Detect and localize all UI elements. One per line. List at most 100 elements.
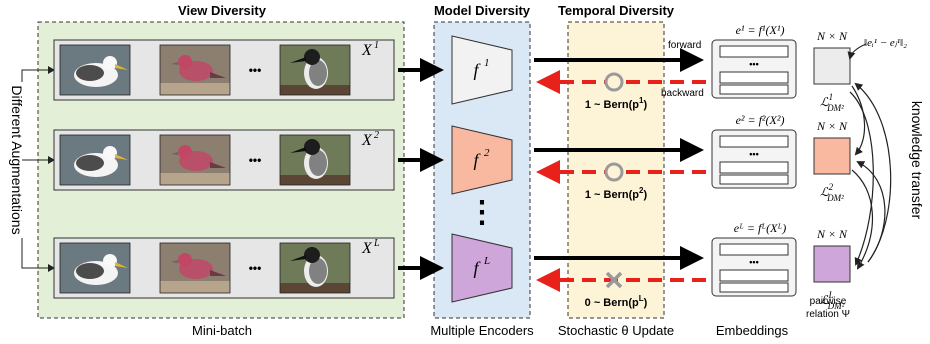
finch-perch <box>160 173 230 185</box>
dm-loss-base: ℒ <box>820 185 829 199</box>
finch-perch <box>160 281 230 293</box>
augmentation-arrowheads <box>48 66 55 272</box>
kingfisher-pattern <box>309 150 327 176</box>
image-frame <box>159 44 231 96</box>
finch-head <box>178 145 192 159</box>
dm-loss-sub: DM² <box>826 103 844 113</box>
embedding-equation: eᴸ = fᴸ(Xᴸ) <box>734 221 786 235</box>
embeddings-footer: Embeddings <box>716 323 789 338</box>
x-label-sup: 2 <box>374 130 379 141</box>
finch-head <box>178 253 192 267</box>
norm-annotation: ‖eᵢ¹ − eⱼ¹‖₂ <box>864 37 907 49</box>
gate-cross-b <box>605 271 623 289</box>
finch-tail <box>210 162 226 168</box>
embedding-stack: ••• <box>711 237 797 297</box>
albatross-head <box>103 56 117 70</box>
finch-beak <box>171 152 178 155</box>
embedding-stack: ••• <box>711 39 797 99</box>
relation-matrix <box>813 245 851 283</box>
embedding-row <box>719 269 789 282</box>
dm-loss-sub: DM² <box>826 193 844 203</box>
relation-matrix <box>813 137 851 175</box>
albatross-wing <box>76 263 104 279</box>
kingfisher-image <box>279 134 351 186</box>
embedding-row <box>719 71 789 84</box>
kingfisher-beak <box>290 147 306 153</box>
image-frame <box>159 242 231 294</box>
kingfisher-perch <box>280 85 350 95</box>
bern-sup: 2 <box>639 186 644 195</box>
embedding-dots: ••• <box>749 149 758 159</box>
bern-sup: L <box>639 294 644 303</box>
image-frame <box>279 134 351 186</box>
kingfisher-pattern <box>309 258 327 284</box>
bern-prefix: 1 ~ Bern(p <box>585 99 639 111</box>
bern-suffix: ) <box>644 297 648 309</box>
kingfisher-image <box>279 44 351 96</box>
gate-closed-icon <box>605 271 623 289</box>
embedding-row <box>719 45 789 58</box>
image-frame <box>279 44 351 96</box>
encoders-footer: Multiple Encoders <box>430 323 534 338</box>
ellipsis: ••• <box>249 261 262 275</box>
encoder-shape <box>451 125 513 195</box>
encoder-shape <box>451 233 513 303</box>
vertical-ellipsis: ⋮ <box>467 196 497 229</box>
bern-label: 0 ~ Bern(pL) <box>585 294 648 309</box>
bern-suffix: ) <box>643 189 647 201</box>
gate-open-icon <box>604 162 624 182</box>
norm-pointer <box>847 43 867 60</box>
nn-label: N × N <box>816 227 848 241</box>
dm-loss-sup: L <box>828 290 834 300</box>
view-diversity-header: View Diversity <box>178 3 267 18</box>
albatross-image <box>59 134 131 186</box>
backward-label: backward <box>661 88 704 99</box>
pairwise-label: pairwise <box>810 296 847 307</box>
embedding-dots: ••• <box>749 257 758 267</box>
image-frame <box>59 44 131 96</box>
encoder-label: f <box>473 60 481 80</box>
bern-label: 1 ~ Bern(p2) <box>585 186 648 201</box>
kingfisher-head <box>304 247 320 263</box>
encoder-label: f <box>473 150 481 170</box>
kingfisher-image <box>279 242 351 294</box>
encoder-label-sup: L <box>483 255 490 267</box>
bern-sup: 1 <box>639 96 644 105</box>
embedding-row <box>719 243 789 256</box>
embedding-dots: ••• <box>749 59 758 69</box>
dm-loss-sup: 2 <box>829 182 834 192</box>
image-frame <box>279 242 351 294</box>
bern-label: 1 ~ Bern(p1) <box>585 96 648 111</box>
dm-loss-sup: 1 <box>829 92 834 102</box>
relation-label: relation Ψ <box>806 309 850 320</box>
finch-beak <box>171 62 178 65</box>
x-label-sup: 1 <box>374 40 379 51</box>
finch-head <box>178 55 192 69</box>
albatross-head <box>103 146 117 160</box>
albatross-head <box>103 254 117 268</box>
model-diversity-header: Model Diversity <box>434 3 531 18</box>
finch-perch <box>160 83 230 95</box>
albatross-image <box>59 44 131 96</box>
kingfisher-pattern <box>309 60 327 86</box>
finch-image <box>159 242 231 294</box>
embedding-equation: e¹ = f¹(X¹) <box>736 23 785 37</box>
ellipsis: ••• <box>249 63 262 77</box>
kingfisher-head <box>304 49 320 65</box>
knowledge-transfer-label: knowledge transfer <box>909 101 925 220</box>
finch-beak <box>171 260 178 263</box>
dm-loss-base: ℒ <box>820 293 829 307</box>
albatross-beak <box>115 262 128 268</box>
finch-image <box>159 44 231 96</box>
albatross-wing <box>76 155 104 171</box>
bern-suffix: ) <box>643 99 647 111</box>
augmentation-bracket <box>21 69 48 269</box>
image-frame <box>59 242 131 294</box>
dm-loss-sub: DM² <box>827 301 845 311</box>
x-label-sup: L <box>373 238 380 249</box>
